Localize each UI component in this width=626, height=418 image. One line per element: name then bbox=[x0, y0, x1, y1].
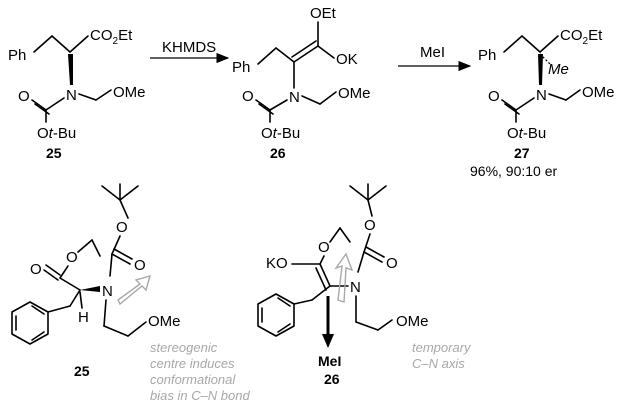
label-compound-27: 27 bbox=[514, 145, 530, 161]
atom-carbonyl-o: O bbox=[386, 255, 398, 272]
note-right-line-1: temporary bbox=[412, 340, 472, 355]
grey-axis-arrow bbox=[117, 274, 152, 306]
atom-ph: Ph bbox=[232, 59, 250, 76]
atom-carbonyl-o: O bbox=[134, 257, 146, 274]
compound-25-structure: Ph CO2Et N OMe O Ot-Bu bbox=[8, 27, 146, 142]
label-compound-26-bottom: 26 bbox=[324, 371, 340, 387]
atom-ome: OMe bbox=[396, 313, 429, 330]
atom-otbu: Ot-Bu bbox=[37, 125, 76, 142]
compound-27-structure: Ph CO2Et Me N OMe O Ot-Bu bbox=[478, 27, 615, 142]
conformation-26: O O N O KO OMe bbox=[257, 183, 429, 348]
note-right-line-2: C–N axis bbox=[412, 356, 465, 371]
atom-me: Me bbox=[548, 61, 569, 78]
compound-26-structure: Ph OEt OK N OMe O Ot-Bu bbox=[232, 5, 371, 142]
wedge-bond bbox=[538, 54, 543, 85]
atom-h: H bbox=[78, 309, 89, 326]
atom-co2et: CO2Et bbox=[90, 27, 133, 47]
atom-n: N bbox=[289, 89, 300, 106]
wedge-bond bbox=[68, 54, 73, 85]
atom-co2et: CO2Et bbox=[560, 27, 603, 47]
reagent-khmds: KHMDS bbox=[162, 39, 216, 56]
atom-ok: OK bbox=[336, 51, 358, 68]
atom-ko: KO bbox=[266, 255, 288, 272]
atom-ome: OMe bbox=[582, 84, 615, 101]
atom-n: N bbox=[536, 87, 547, 104]
label-compound-25-bottom: 25 bbox=[74, 363, 90, 379]
atom-o: O bbox=[364, 217, 376, 234]
yield-27: 96%, 90:10 er bbox=[470, 163, 558, 179]
atom-otbu: Ot-Bu bbox=[507, 125, 546, 142]
atom-carbonyl-o: O bbox=[488, 88, 500, 105]
atom-ome: OMe bbox=[113, 84, 146, 101]
label-compound-26: 26 bbox=[270, 145, 286, 161]
atom-ph: Ph bbox=[478, 47, 496, 64]
atom-carbonyl-o: O bbox=[30, 261, 42, 278]
conformation-25: O O N O O H OMe bbox=[11, 183, 181, 345]
label-compound-25: 25 bbox=[46, 145, 62, 161]
atom-carbonyl-o: O bbox=[18, 88, 30, 105]
atom-carbonyl-o: O bbox=[242, 88, 254, 105]
atom-ph: Ph bbox=[8, 47, 26, 64]
note-left-line-4: bias in C–N bond bbox=[150, 388, 250, 403]
atom-o: O bbox=[66, 249, 78, 266]
atom-o: O bbox=[116, 219, 128, 236]
note-left-line-2: centre induces bbox=[150, 356, 235, 371]
reagent-mei: MeI bbox=[420, 44, 445, 61]
note-left-line-3: conformational bbox=[150, 372, 236, 387]
atom-o: O bbox=[318, 239, 330, 256]
atom-ome: OMe bbox=[148, 313, 181, 330]
atom-n: N bbox=[102, 283, 113, 300]
atom-ome: OMe bbox=[338, 85, 371, 102]
atom-n: N bbox=[350, 279, 361, 296]
label-mei-bottom: MeI bbox=[318, 353, 341, 369]
atom-otbu: Ot-Bu bbox=[261, 125, 300, 142]
grey-axis-arrow bbox=[334, 252, 354, 303]
atom-oet: OEt bbox=[310, 5, 337, 22]
note-left-line-1: stereogenic bbox=[150, 340, 218, 355]
atom-n: N bbox=[66, 87, 77, 104]
